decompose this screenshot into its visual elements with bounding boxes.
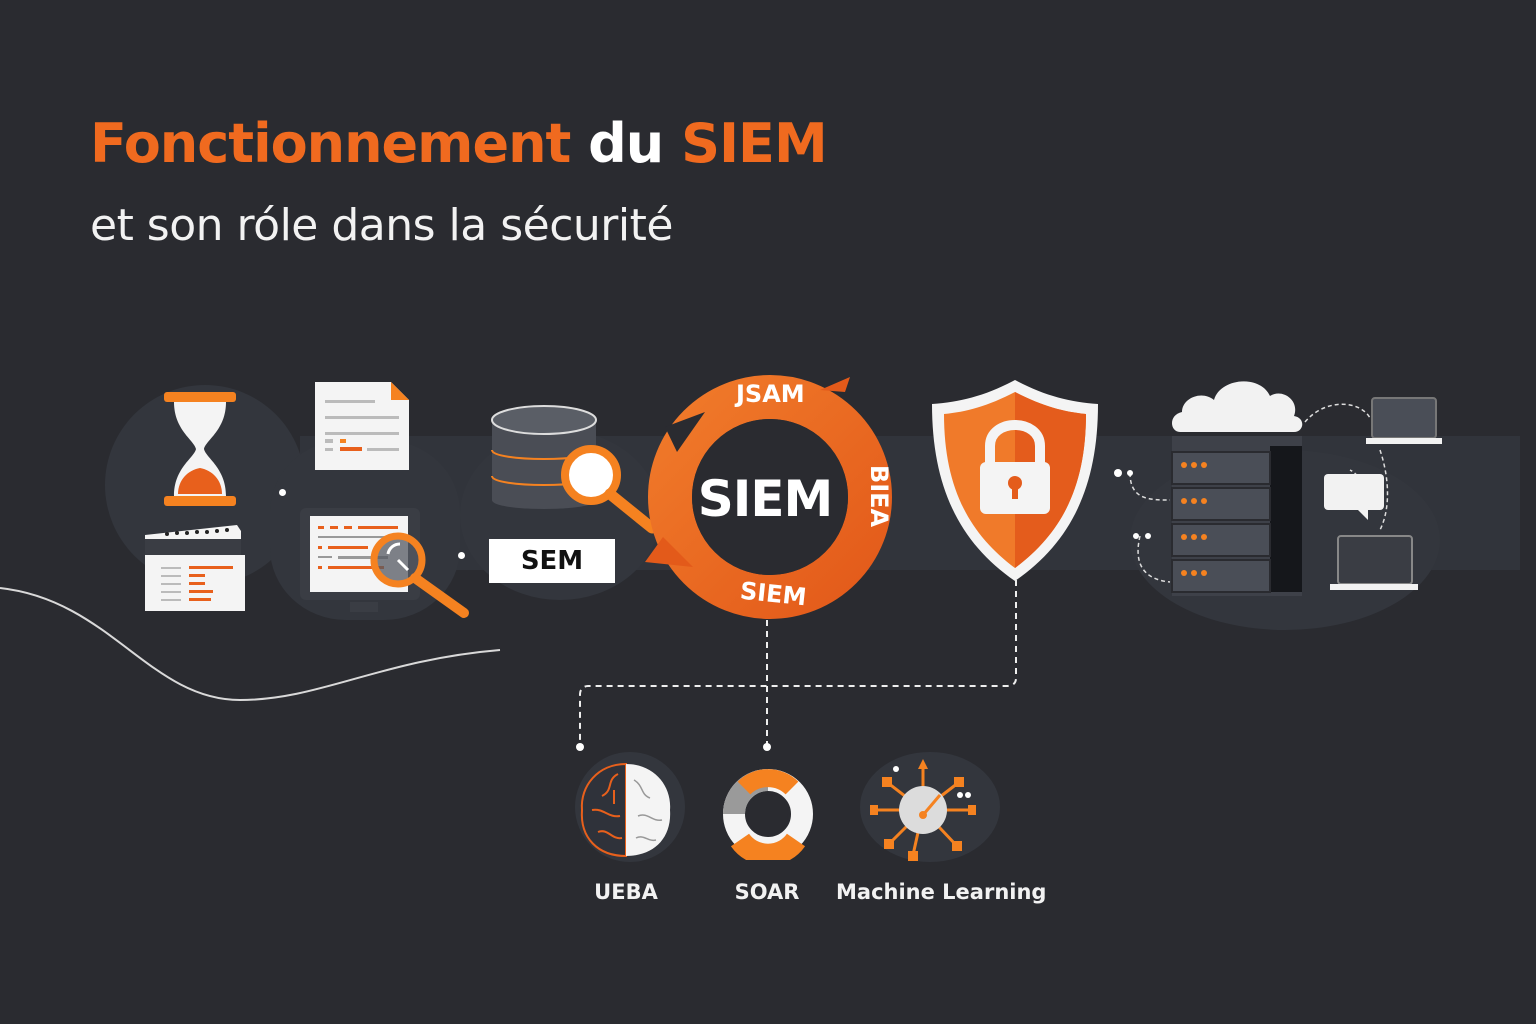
decorative-curve	[0, 587, 501, 702]
page-subtitle: et son róle dans la sécurité	[90, 200, 673, 251]
laptop-icon	[1330, 535, 1418, 590]
server-rack-icon	[1171, 451, 1271, 593]
database-search-icon	[491, 405, 658, 534]
ring-label-right: BIEA	[865, 464, 894, 528]
module-label-soar: SOAR	[734, 880, 800, 904]
sem-label: SEM	[489, 539, 615, 583]
hourglass-icon	[164, 392, 236, 506]
ring-label-top: JSAM	[736, 380, 805, 408]
network-node-icon	[870, 759, 976, 861]
monitor-search-icon	[300, 508, 469, 618]
ring-gear-icon	[723, 769, 813, 860]
shield-lock-icon	[932, 380, 1098, 581]
siem-cycle-ring	[645, 375, 892, 619]
module-label-ueba: UEBA	[594, 880, 658, 904]
title-word-du: du	[588, 112, 664, 175]
document-icon	[315, 382, 409, 470]
connector-dot	[279, 489, 286, 496]
module-label-machine-learning: Machine Learning	[836, 880, 1047, 904]
chat-icon	[1324, 474, 1384, 520]
page-title: Fonctionnement du SIEM	[90, 112, 828, 175]
laptop-icon	[1366, 397, 1442, 444]
brain-icon	[580, 762, 671, 858]
log-window-icon	[145, 525, 245, 611]
cloud-icon	[1172, 381, 1303, 432]
infrastructure-cluster	[1114, 381, 1442, 596]
module-connectors	[576, 580, 1017, 751]
title-word-fonctionnement: Fonctionnement	[90, 112, 571, 175]
siem-center-label: SIEM	[697, 470, 834, 528]
title-word-siem: SIEM	[681, 112, 828, 175]
connector-dot	[458, 552, 465, 559]
